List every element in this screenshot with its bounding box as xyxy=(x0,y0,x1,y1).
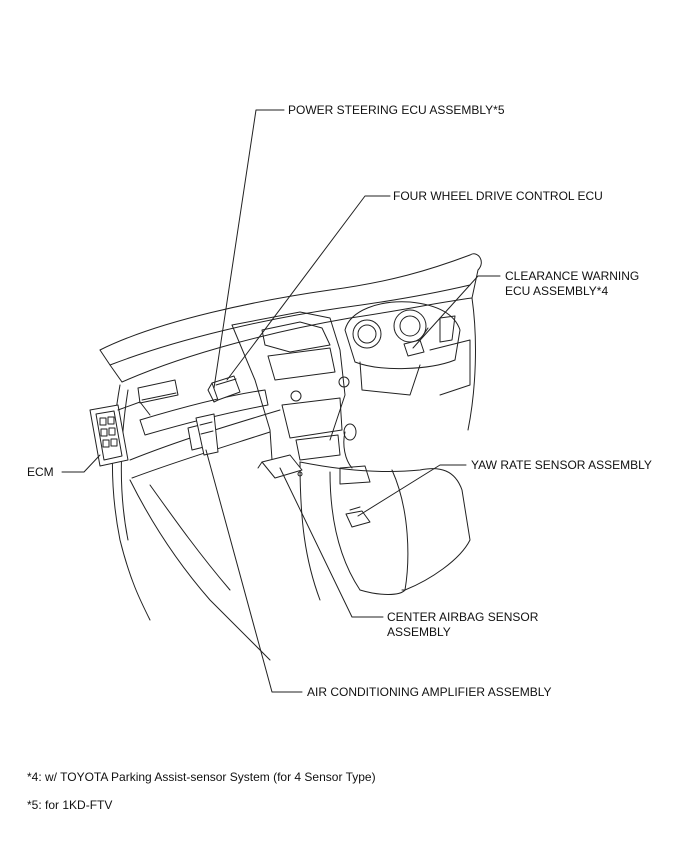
label-center-airbag-sensor-line1: CENTER AIRBAG SENSOR xyxy=(387,610,539,624)
label-power-steering-ecu: POWER STEERING ECU ASSEMBLY*5 xyxy=(288,103,505,117)
left-vent xyxy=(137,379,179,404)
center-stack xyxy=(231,311,346,441)
leader-four-wheel-drive xyxy=(226,195,391,381)
leader-power-steering xyxy=(213,109,285,389)
label-air-conditioning-amplifier: AIR CONDITIONING AMPLIFIER ASSEMBLY xyxy=(307,685,552,699)
dash-top-lower xyxy=(121,297,473,383)
label-yaw-rate-sensor: YAW RATE SENSOR ASSEMBLY xyxy=(471,458,652,472)
label-four-wheel-drive-control-ecu: FOUR WHEEL DRIVE CONTROL ECU xyxy=(393,189,603,203)
ac-amplifier-component xyxy=(187,413,219,456)
leader-center-airbag xyxy=(279,467,384,618)
leader-ecm xyxy=(61,454,101,473)
center-airbag-sensor-component xyxy=(257,454,303,479)
power-steering-ecu-component xyxy=(207,375,241,403)
instrument-cluster xyxy=(344,301,461,370)
yaw-rate-sensor-component xyxy=(345,506,371,528)
leader-yaw-rate xyxy=(357,464,467,517)
clearance-warning-ecu-component xyxy=(403,327,429,357)
center-console xyxy=(299,461,471,591)
label-clearance-warning-ecu-line2: ECU ASSEMBLY*4 xyxy=(505,284,609,298)
ecm-component xyxy=(89,401,151,467)
right-pillar xyxy=(467,297,476,431)
leader-air-conditioning xyxy=(205,449,303,693)
label-center-airbag-sensor-line2: ASSEMBLY xyxy=(387,625,451,639)
lower-dash xyxy=(129,479,271,661)
label-ecm: ECM xyxy=(27,465,54,479)
windshield-edge xyxy=(99,254,471,351)
dash-top-upper xyxy=(109,284,471,366)
footnote-5: *5: for 1KD-FTV xyxy=(27,798,113,812)
leader-clearance-warning xyxy=(412,275,501,349)
label-clearance-warning-ecu-line1: CLEARANCE WARNING xyxy=(505,269,640,283)
footnote-4: *4: w/ TOYOTA Parking Assist-sensor Syst… xyxy=(27,770,376,784)
